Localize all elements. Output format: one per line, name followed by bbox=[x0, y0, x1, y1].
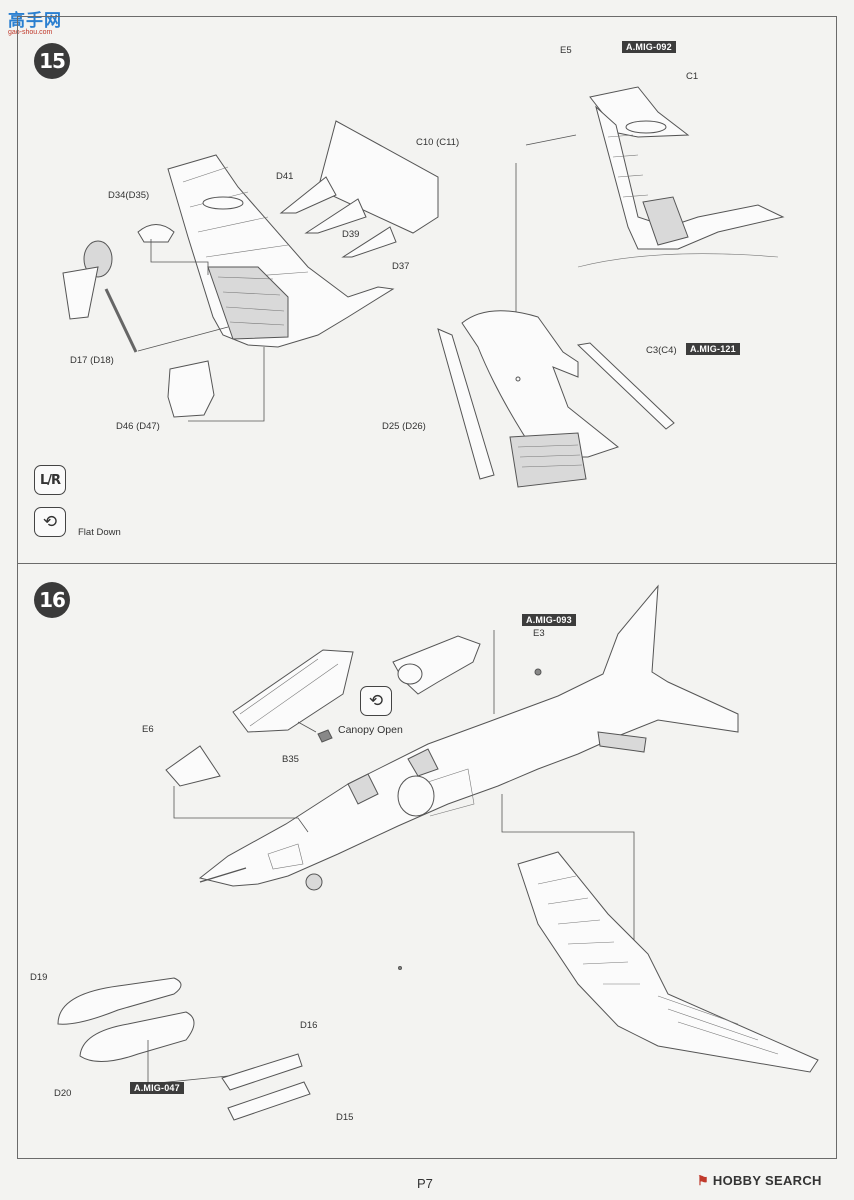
part-d41 bbox=[279, 176, 337, 214]
label-d19: D19 bbox=[30, 972, 48, 983]
part-b35 bbox=[317, 729, 333, 743]
rear-pod bbox=[597, 731, 647, 753]
label-canopy-open: Canopy Open bbox=[338, 724, 403, 736]
part-d25 bbox=[437, 328, 495, 480]
nose-wheel bbox=[305, 873, 323, 891]
label-c1: C1 bbox=[686, 71, 699, 82]
part-d34 bbox=[137, 224, 175, 243]
label-d37: D37 bbox=[392, 261, 410, 272]
step-15-badge: 15 bbox=[34, 43, 70, 79]
label-d16: D16 bbox=[300, 1020, 318, 1031]
part-d20 bbox=[79, 1011, 195, 1062]
brand-prefix: HOBBY bbox=[712, 1173, 762, 1188]
wing-fence-left bbox=[202, 196, 244, 210]
label-d46: D46 (D47) bbox=[116, 421, 160, 432]
rotate-icon: ⟲ bbox=[42, 511, 58, 532]
step-15-panel: 15 bbox=[17, 16, 837, 564]
canopy-frame bbox=[461, 310, 620, 458]
label-c3: C3(C4) bbox=[646, 345, 677, 356]
label-d41: D41 bbox=[276, 171, 294, 182]
pitot-probe bbox=[199, 867, 247, 883]
label-c10: C10 (C11) bbox=[416, 137, 460, 148]
label-d15: D15 bbox=[336, 1112, 354, 1123]
part-d39 bbox=[304, 198, 367, 234]
symbol-canopy-rotate: ⟲ bbox=[360, 686, 392, 716]
part-e3 bbox=[534, 668, 542, 676]
part-d16 bbox=[221, 1053, 303, 1091]
part-c3 bbox=[576, 342, 675, 430]
part-e6 bbox=[165, 745, 221, 787]
symbol-left-right: L/R bbox=[34, 465, 66, 495]
part-c10-panel bbox=[317, 120, 439, 234]
label-e6: E6 bbox=[142, 724, 154, 735]
lr-symbol-text: L/R bbox=[39, 472, 61, 488]
label-d20: D20 bbox=[54, 1088, 72, 1099]
wing-lower bbox=[517, 851, 819, 1073]
paint-code-mig093: A.MIG-093 bbox=[522, 614, 576, 626]
part-d19 bbox=[57, 977, 182, 1025]
fuselage bbox=[198, 584, 739, 887]
part-d15 bbox=[227, 1081, 311, 1121]
step-16-panel: 16 bbox=[17, 563, 837, 1159]
paint-code-mig092: A.MIG-092 bbox=[622, 41, 676, 53]
step-15-drawing bbox=[62, 86, 785, 488]
air-intake bbox=[397, 775, 435, 817]
paint-code-mig121: A.MIG-121 bbox=[686, 343, 740, 355]
wing-lower-right bbox=[595, 105, 785, 250]
label-d34: D34(D35) bbox=[108, 190, 150, 201]
hobby-logo-mark: ⚑ bbox=[697, 1173, 713, 1188]
part-d46 bbox=[167, 360, 215, 418]
label-e3: E3 bbox=[533, 628, 545, 639]
page-number: P7 bbox=[417, 1176, 433, 1191]
seat-assembly bbox=[509, 432, 587, 488]
seat-rear bbox=[407, 748, 439, 777]
label-d39: D39 bbox=[342, 229, 360, 240]
step-16-badge: 16 bbox=[34, 582, 70, 618]
symbol-flip-over: ⟲ bbox=[34, 507, 66, 537]
cockpit-tub-left bbox=[207, 266, 289, 340]
brand-suffix: SEARCH bbox=[765, 1173, 822, 1188]
label-d17: D17 (D18) bbox=[70, 355, 114, 366]
part-d17-strut bbox=[104, 288, 138, 353]
canopy-open bbox=[232, 649, 354, 733]
rotate-icon: ⟲ bbox=[368, 690, 384, 711]
label-d25: D25 (D26) bbox=[382, 421, 426, 432]
paint-code-mig047: A.MIG-047 bbox=[130, 1082, 184, 1094]
seat-front bbox=[347, 773, 379, 805]
part-gear-leg bbox=[62, 266, 99, 320]
label-b35: B35 bbox=[282, 754, 299, 765]
hobby-search-logo: ⚑ HOBBY SEARCH bbox=[697, 1173, 822, 1189]
step-16-drawing bbox=[57, 584, 819, 1121]
label-flat-down: Flat Down bbox=[78, 527, 121, 538]
watermark-url: gao-shou.com bbox=[8, 29, 53, 36]
label-e5: E5 bbox=[560, 45, 572, 56]
part-d37 bbox=[341, 226, 397, 258]
